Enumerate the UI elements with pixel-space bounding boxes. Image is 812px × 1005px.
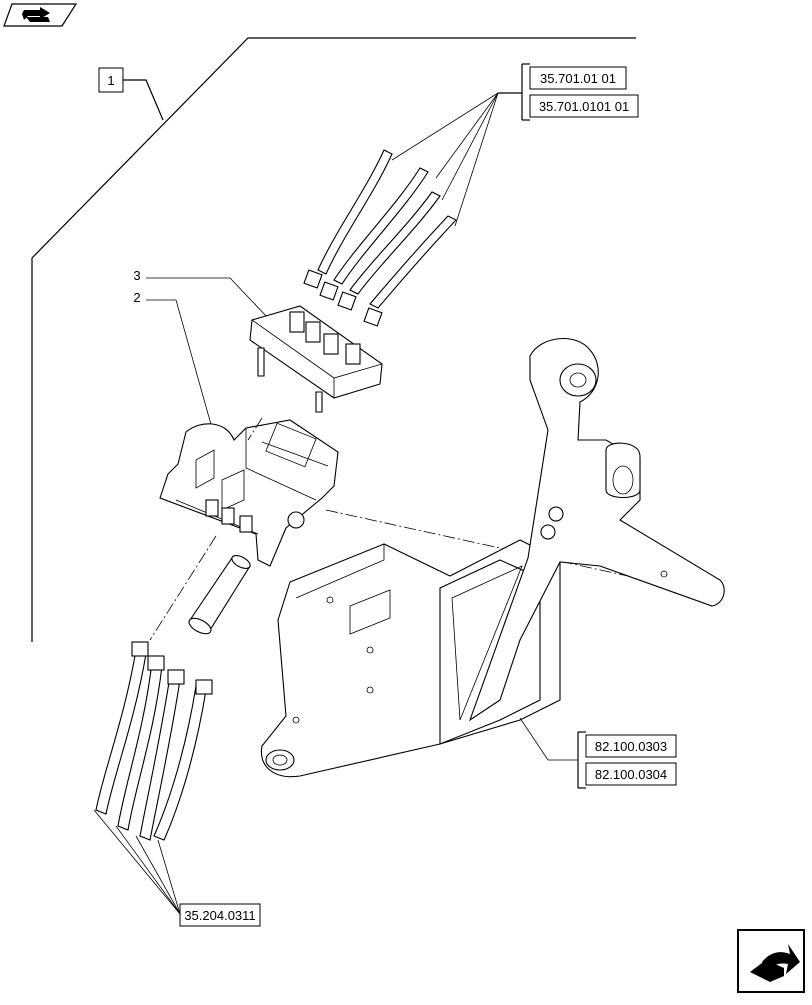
callout-item-1[interactable]: 1 <box>98 67 124 93</box>
callout-label: 3 <box>133 268 140 283</box>
leader-line-1 <box>123 79 164 121</box>
ref-box-right-1[interactable] <box>585 734 677 758</box>
leader-line-right <box>519 717 578 761</box>
callout-item-2[interactable]: 2 <box>133 290 140 305</box>
lower-hoses <box>95 641 213 841</box>
ref-label-bottom[interactable]: 35.204.0311 <box>184 908 255 923</box>
control-valve-unit <box>159 419 339 567</box>
coupler-block <box>249 305 383 413</box>
callout-label: 2 <box>133 290 140 305</box>
ref-box-top-1[interactable] <box>529 66 627 90</box>
ref-label-top-2[interactable]: 35.701.0101 01 <box>539 99 629 114</box>
lever-handle <box>188 555 251 635</box>
callout-label: 1 <box>107 73 114 88</box>
mounting-plate <box>260 539 561 778</box>
ref-label-right-1[interactable]: 82.100.0303 <box>595 739 667 754</box>
leader-lines-bottom <box>93 809 181 915</box>
ref-box-top-2[interactable] <box>529 94 639 118</box>
nav-back-arrow-icon[interactable] <box>3 3 78 27</box>
upper-hoses <box>303 149 457 327</box>
ref-label-right-2[interactable]: 82.100.0304 <box>595 767 667 782</box>
arm-bracket <box>468 338 725 722</box>
ref-box-right-2[interactable] <box>585 762 677 786</box>
ref-label-top-1[interactable]: 35.701.01 01 <box>540 71 616 86</box>
nav-forward-arrow-icon[interactable] <box>737 929 805 993</box>
ref-group-bottom[interactable]: 35.204.0311 <box>179 903 261 927</box>
leader-lines-top <box>391 92 499 227</box>
leader-line-2 <box>146 299 213 429</box>
group-bracket-line <box>31 37 636 642</box>
ref-group-top: 35.701.01 01 35.701.0101 01 <box>498 63 639 121</box>
ref-box-bottom[interactable] <box>179 903 261 927</box>
callout-item-3[interactable]: 3 <box>133 268 140 283</box>
leader-line-3 <box>146 277 269 319</box>
ref-group-right: 82.100.0303 82.100.0304 <box>577 731 677 789</box>
